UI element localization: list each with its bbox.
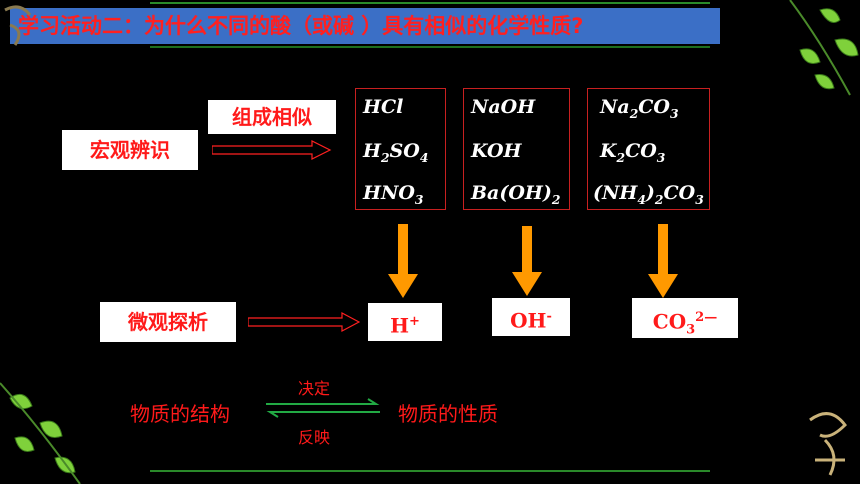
salt-nh42co3: (NH4)2CO3 <box>593 182 704 207</box>
acids-group <box>355 88 446 210</box>
bases-group <box>463 88 570 210</box>
micro-label: 微观探析 <box>100 302 236 342</box>
acid-h2so4: H2SO4 <box>363 140 429 165</box>
property-label: 物质的性质 <box>398 402 498 426</box>
base-baoh2: Ba(OH)2 <box>471 182 561 207</box>
leaf-decoration-top-right-icon <box>789 0 859 96</box>
calligraphy-decoration-left-icon <box>4 5 32 46</box>
calligraphy-decoration-icon <box>809 412 847 476</box>
macro-arrow-icon <box>212 140 332 160</box>
carbonates-group <box>587 88 710 210</box>
salt-na2co3: Na2CO3 <box>600 96 679 121</box>
decorative-top-line <box>150 2 710 4</box>
leaf-decoration-bottom-left-icon <box>0 382 81 484</box>
structure-label: 物质的结构 <box>130 402 230 426</box>
decorative-divider-line <box>150 46 710 48</box>
ion-h: H+ <box>368 303 442 341</box>
composition-label: 组成相似 <box>208 100 336 134</box>
acid-hno3: HNO3 <box>363 182 424 207</box>
slide-title: 学习活动二：为什么不同的酸（或碱 ）具有相似的化学性质? <box>10 8 720 44</box>
determines-label: 决定 <box>298 379 331 398</box>
ion-co3: CO32— <box>632 298 738 338</box>
base-naoh: NaOH <box>471 96 536 118</box>
base-koh: KOH <box>471 140 522 162</box>
equilibrium-arrows-icon <box>266 398 380 418</box>
down-arrow-acid-icon <box>388 224 418 298</box>
decorative-bottom-line <box>150 470 710 472</box>
down-arrow-base-icon <box>512 226 542 296</box>
ion-oh: OH- <box>492 298 570 336</box>
micro-arrow-icon <box>248 312 360 332</box>
salt-k2co3: K2CO3 <box>600 140 666 165</box>
reflects-label: 反映 <box>298 428 331 447</box>
macro-label: 宏观辨识 <box>62 130 198 170</box>
down-arrow-carbonate-icon <box>648 224 678 298</box>
acid-hcl: HCl <box>363 96 404 118</box>
